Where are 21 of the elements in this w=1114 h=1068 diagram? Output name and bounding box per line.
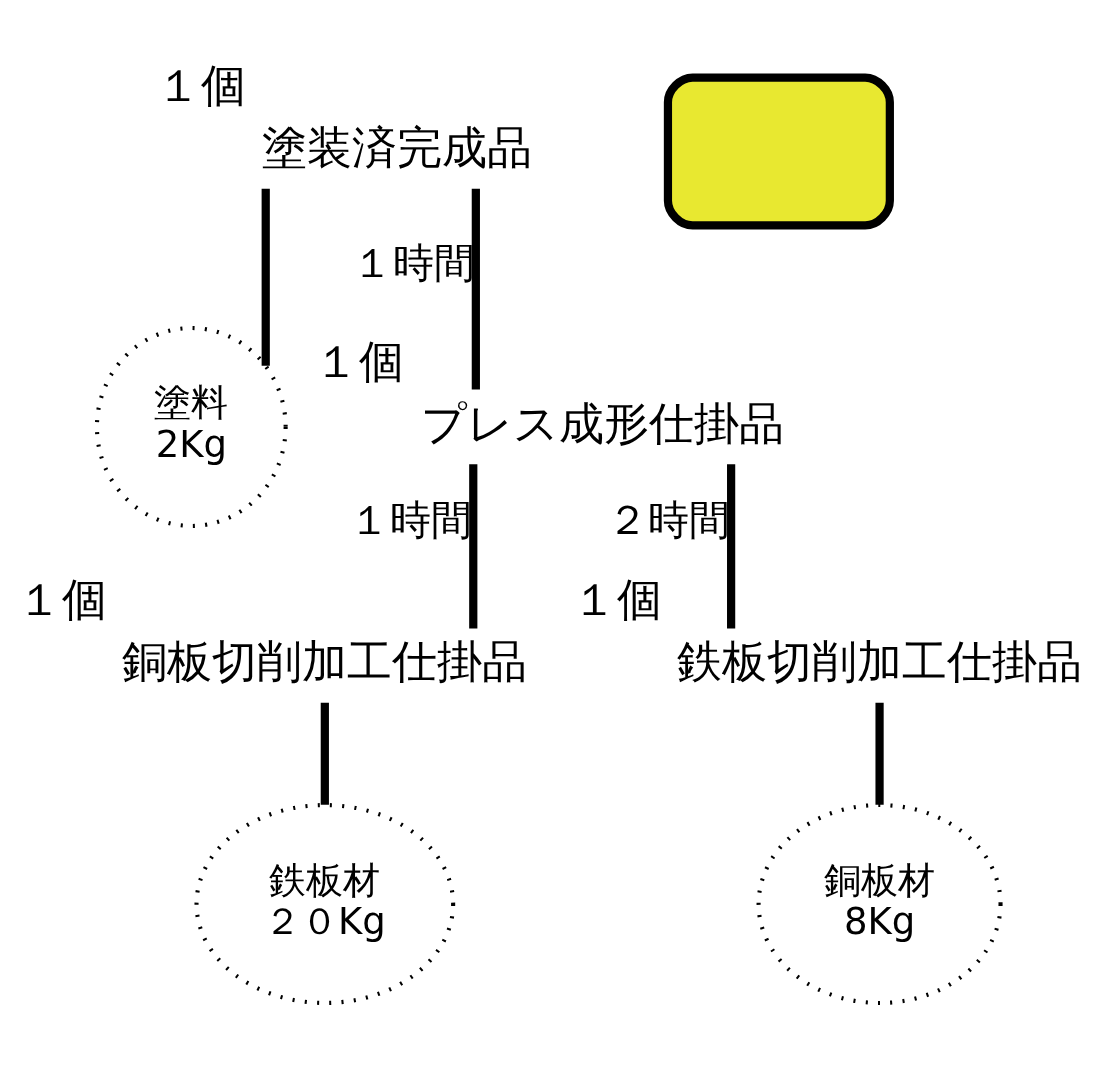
connector xyxy=(727,464,736,629)
edge-label: １時間 xyxy=(349,496,473,545)
edge-label: ２時間 xyxy=(606,496,730,545)
node-text: 塗装済完成品 xyxy=(261,121,532,175)
node-text: 銅板切削加工仕掛品 xyxy=(122,634,528,688)
node-text: プレス成形仕掛品 xyxy=(420,396,784,450)
connector xyxy=(261,188,270,366)
node-circle: 塗料 2Kg xyxy=(94,325,288,528)
node-label: １個 xyxy=(313,334,404,388)
node-ellipse: 銅板材 8Kg xyxy=(756,802,1003,1006)
node-label: １個 xyxy=(571,573,662,627)
edge-label: １時間 xyxy=(351,238,475,287)
node-text: 鉄板切削加工仕掛品 xyxy=(677,634,1083,688)
connector xyxy=(469,464,478,629)
connector xyxy=(875,702,884,805)
node-label: １個 xyxy=(155,59,246,113)
connector xyxy=(320,702,329,805)
node-ellipse: 鉄板材 ２０Kg xyxy=(194,802,456,1006)
connector xyxy=(471,188,480,390)
node-label: １個 xyxy=(16,573,107,627)
node-box xyxy=(663,73,894,230)
